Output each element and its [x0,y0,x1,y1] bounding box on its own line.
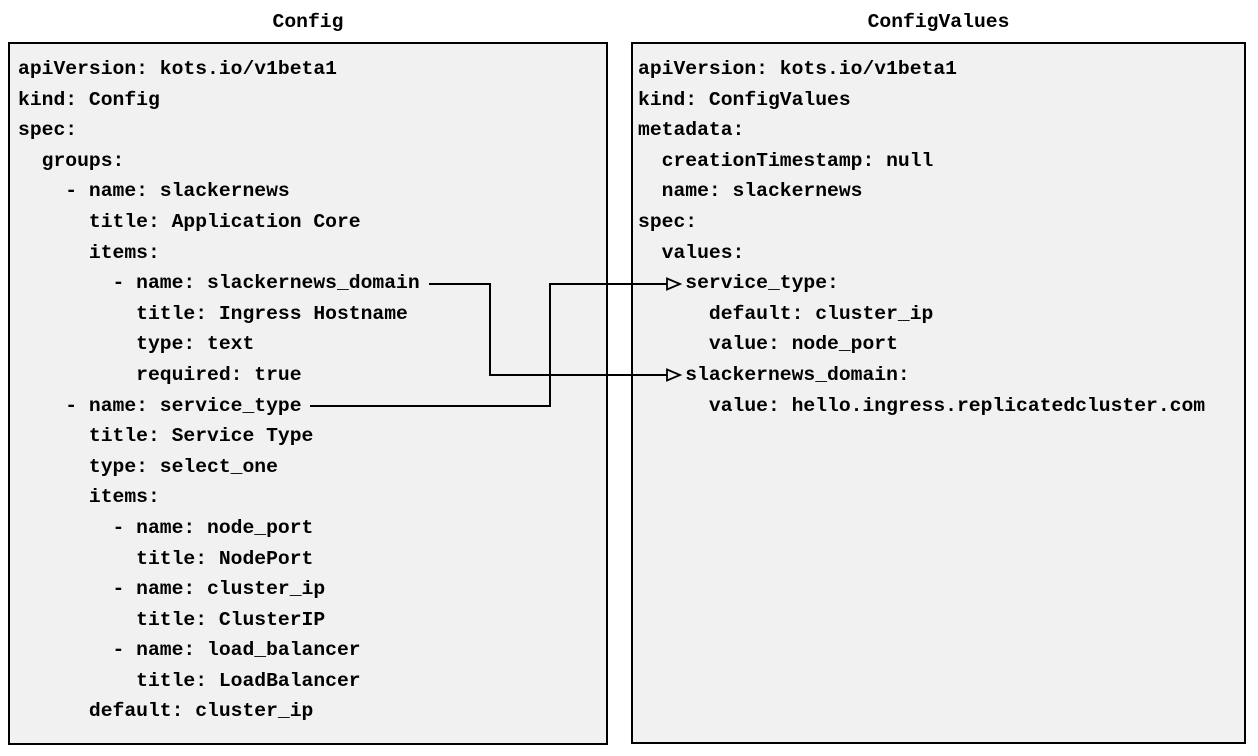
code-line: required: true [18,363,302,386]
configvalues-panel-title: ConfigValues [867,11,1010,33]
code-line: title: LoadBalancer [18,669,361,692]
code-line: apiVersion: kots.io/v1beta1 [638,58,957,80]
code-line: type: select_one [18,455,278,478]
code-line: kind: ConfigValues [638,88,851,111]
code-line: - name: cluster_ip [18,578,326,601]
code-line: slackernews_domain: [638,363,910,386]
code-line: default: cluster_ip [638,302,934,325]
code-line: apiVersion: kots.io/v1beta1 [18,58,337,80]
code-line: items: [18,486,160,509]
code-line: kind: Config [18,88,160,111]
code-line: spec: [18,119,78,142]
code-line: creationTimestamp: null [638,149,934,172]
code-line: title: Application Core [18,210,361,233]
code-line: service_type: [638,272,839,295]
code-line: - name: node_port [18,516,314,539]
code-line: title: ClusterIP [18,608,326,631]
code-line: groups: [18,149,125,172]
configvalues-yaml-panel: apiVersion: kots.io/v1beta1 kind: ConfigV… [631,42,1246,744]
code-line: values: [638,241,745,264]
code-line: spec: [638,210,698,233]
code-line: default: cluster_ip [18,700,314,723]
code-line: - name: service_type [18,394,302,417]
code-line: metadata: [638,119,745,142]
code-line: items: [18,241,160,264]
code-line: - name: slackernews [18,180,290,203]
code-line: type: text [18,333,255,356]
code-line: - name: slackernews_domain [18,272,420,295]
code-line: value: node_port [638,333,898,356]
code-line: value: hello.ingress.replicatedcluster.c… [638,394,1206,417]
code-line: - name: load_balancer [18,639,361,662]
code-line: title: Ingress Hostname [18,302,408,325]
code-line: name: slackernews [638,180,863,203]
code-line: title: NodePort [18,547,314,570]
config-yaml-panel: apiVersion: kots.io/v1beta1 kind: Config s… [8,42,608,745]
code-line: title: Service Type [18,425,314,448]
config-panel-title: Config [272,11,344,33]
